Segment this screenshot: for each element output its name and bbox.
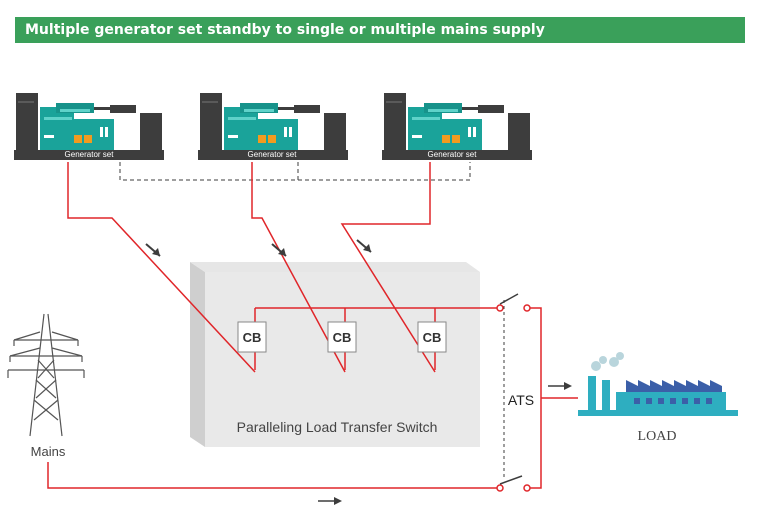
- generator-label-1: Generator set: [65, 150, 115, 159]
- load-label: LOAD: [638, 429, 677, 444]
- transmission-tower-icon: [7, 313, 85, 437]
- breaker-label-3: CB: [423, 330, 442, 345]
- page-banner-title: Multiple generator set standby to single…: [15, 17, 745, 43]
- generator-set-2: Generator set: [198, 93, 348, 160]
- power-wiring: [47, 162, 578, 489]
- ats-switch: ATS: [496, 293, 537, 492]
- switch-label: Paralleling Load Transfer Switch: [237, 419, 438, 435]
- circuit-breaker-1: CB: [237, 321, 267, 353]
- circuit-breaker-3: CB: [417, 321, 447, 353]
- factory-load-icon: [578, 352, 738, 416]
- generator-label-2: Generator set: [248, 150, 298, 159]
- mains-label: Mains: [31, 444, 66, 459]
- breaker-label-1: CB: [243, 330, 262, 345]
- paralleling-switch-box: Paralleling Load Transfer Switch: [190, 262, 480, 447]
- flow-arrow-gen2: [271, 243, 287, 257]
- generator-set-3: Generator set: [382, 93, 532, 160]
- ats-label: ATS: [508, 392, 534, 408]
- generator-label-3: Generator set: [428, 150, 478, 159]
- flow-arrow-mains: [318, 497, 342, 505]
- control-link-dashed: [119, 162, 471, 181]
- circuit-breaker-2: CB: [327, 321, 357, 353]
- flow-arrow-gen1: [145, 243, 161, 257]
- generator-set-1: Generator set: [14, 93, 164, 160]
- breaker-label-2: CB: [333, 330, 352, 345]
- flow-arrow-load: [548, 382, 572, 390]
